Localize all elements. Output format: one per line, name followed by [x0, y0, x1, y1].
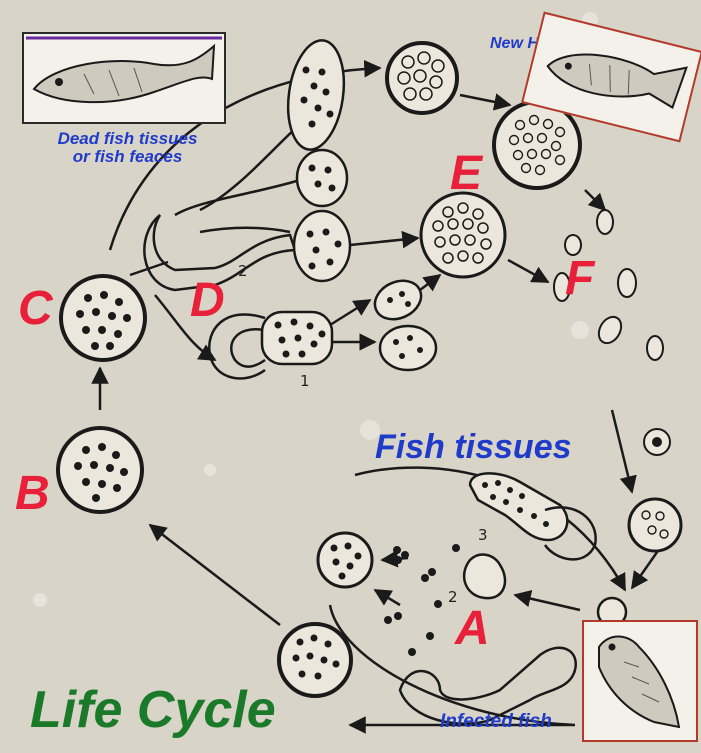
infected-fish-illustration — [582, 620, 698, 742]
stage-label-a: A — [455, 605, 490, 653]
label-number-1: 1 — [300, 372, 310, 390]
page-title: Life Cycle — [30, 680, 276, 740]
sporangium-b — [58, 428, 142, 512]
fish-tissues-caption: Fish tissues — [375, 430, 572, 466]
stage-label-f: F — [565, 255, 594, 303]
infected-fish-caption: Infected fish — [440, 712, 552, 732]
dead-fish-icon — [24, 34, 224, 122]
sporangium-e — [421, 193, 505, 277]
dead-fish-illustration — [22, 32, 226, 124]
stage-label-b: B — [15, 470, 50, 518]
sporangium-c — [61, 276, 145, 360]
dead-fish-caption-line1: Dead fish tissues — [58, 129, 198, 148]
infected-fish-icon — [584, 622, 696, 740]
label-number-3: 3 — [478, 526, 488, 544]
stage-label-e: E — [450, 150, 482, 198]
dead-fish-caption: Dead fish tissues or fish feaces — [30, 130, 225, 166]
stage-label-d: D — [190, 277, 225, 325]
dead-fish-caption-line2: or fish feaces — [73, 147, 183, 166]
label-number-2-bottom: 2 — [448, 588, 458, 606]
stage-label-c: C — [18, 285, 53, 333]
label-number-2-top: 2 — [238, 262, 248, 280]
cycle-arrows — [100, 68, 662, 725]
